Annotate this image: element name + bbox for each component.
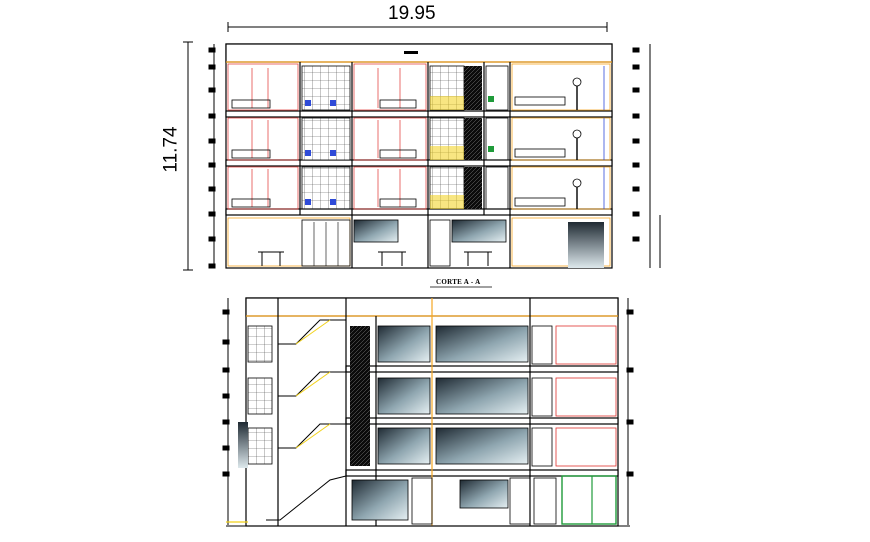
upper-floor-3 <box>227 166 611 210</box>
lower-left-shaft <box>238 325 273 468</box>
height-dimension-line <box>183 41 193 271</box>
upper-floor-2 <box>227 117 611 161</box>
overall-width-label: 19.95 <box>388 3 436 24</box>
upper-building-outline <box>225 43 613 269</box>
lower-glazing <box>351 325 529 521</box>
upper-floor-1 <box>227 63 611 111</box>
section-title: CORTE A - A <box>436 278 481 286</box>
left-level-markers <box>208 44 216 269</box>
lower-building-outline <box>245 297 619 527</box>
lower-level-markers <box>222 298 634 525</box>
lower-section <box>222 297 634 527</box>
upper-ground-floor <box>227 217 611 268</box>
upper-section <box>183 22 661 288</box>
width-dimension-line <box>227 22 608 32</box>
lower-staircase <box>266 319 347 521</box>
right-level-markers <box>632 44 661 268</box>
lower-right-rooms <box>411 325 617 525</box>
lower-hatched-wall <box>350 326 370 466</box>
overall-height-label: 11.74 <box>160 126 182 173</box>
